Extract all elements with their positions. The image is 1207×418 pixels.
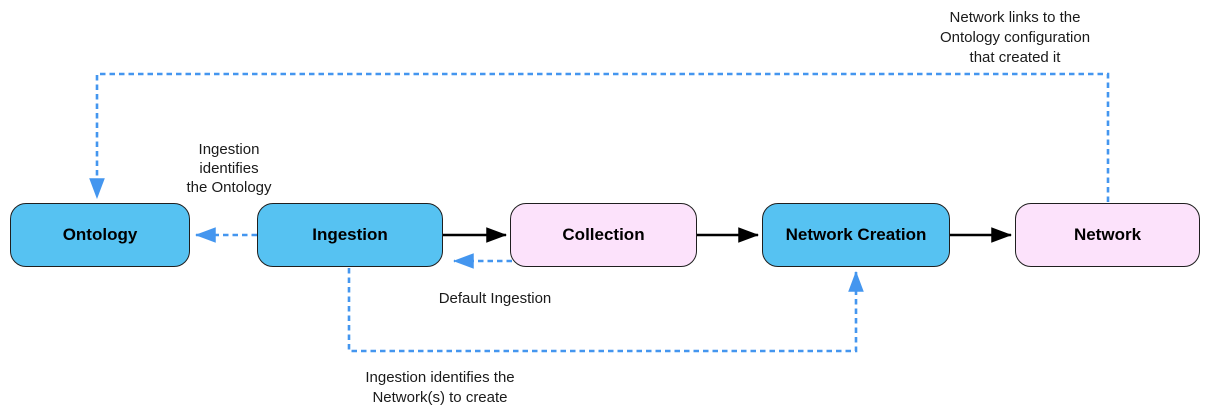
node-collection: Collection	[510, 203, 697, 267]
node-ontology-label: Ontology	[62, 225, 138, 244]
annotation-network-links-to-ontology: Network links to the Ontology configurat…	[939, 9, 1091, 66]
annotation-default-ingestion: Default Ingestion	[438, 290, 552, 307]
node-network-creation-label: Network Creation	[785, 225, 927, 244]
annotation-ingestion-identifies-networks: Ingestion identifies the Network(s) to c…	[365, 369, 515, 406]
edge-network-to-ontology	[89, 72, 1110, 202]
node-ingestion: Ingestion	[257, 203, 443, 267]
node-network-label: Network	[1073, 225, 1142, 244]
annotation-ingestion-identifies-ontology: Ingestion identifies the Ontology	[186, 141, 272, 196]
node-network: Network	[1015, 203, 1200, 267]
node-ingestion-label: Ingestion	[312, 225, 388, 244]
node-ontology: Ontology	[10, 203, 190, 267]
node-collection-label: Collection	[562, 225, 645, 244]
node-network-creation: Network Creation	[762, 203, 950, 267]
edge-ingestion-to-network-creation	[347, 268, 864, 353]
